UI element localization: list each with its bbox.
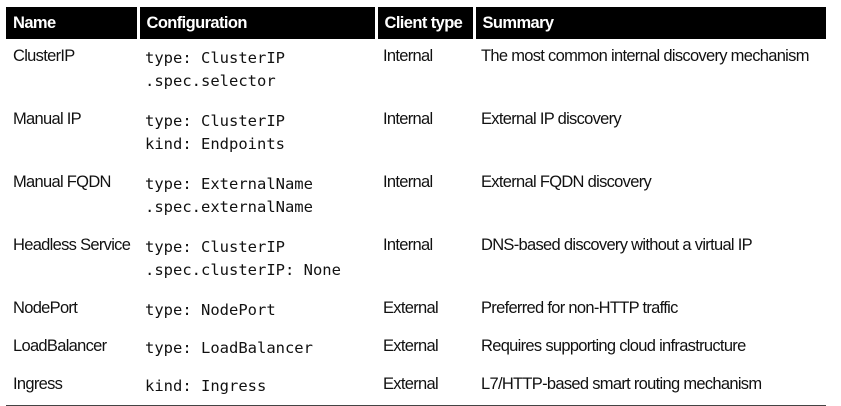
cell-name: NodePort (13, 299, 78, 317)
cell-configuration: type: ClusterIP kind: Endpoints (138, 102, 376, 165)
table-row: Headless Service type: ClusterIP .spec.c… (6, 228, 826, 291)
cell-configuration: type: LoadBalancer (138, 329, 376, 367)
cell-name: ClusterIP (13, 47, 75, 65)
header-row: Name Configuration Client type Summary (6, 7, 826, 39)
cell-name: LoadBalancer (13, 337, 107, 355)
cell-summary: DNS-based discovery without a virtual IP (481, 236, 753, 254)
cell-name: Headless Service (13, 236, 131, 254)
table-row: Manual FQDN type: ExternalName .spec.ext… (6, 165, 826, 228)
service-discovery-table: Name Configuration Client type Summary C… (6, 7, 826, 406)
cell-configuration: type: ClusterIP .spec.clusterIP: None (138, 228, 376, 291)
cell-client-type: External (383, 299, 439, 317)
config-line: .spec.selector (145, 72, 276, 90)
table-row: ClusterIP type: ClusterIP .spec.selector… (6, 39, 826, 102)
cell-configuration: type: NodePort (138, 291, 376, 329)
config-line: .spec.externalName (145, 198, 313, 216)
table-row: LoadBalancer type: LoadBalancer External… (6, 329, 826, 367)
config-line: type: NodePort (145, 301, 276, 319)
cell-client-type: External (376, 367, 474, 406)
cell-client-type: Internal (383, 110, 433, 128)
header-client-type: Client type (374, 7, 474, 39)
config-line: type: ClusterIP (145, 112, 285, 130)
cell-summary: L7/HTTP-based smart routing mechanism (474, 367, 826, 406)
cell-summary: Requires supporting cloud infrastructure (481, 337, 746, 355)
header-summary: Summary (472, 7, 826, 39)
table-header: Name Configuration Client type Summary (6, 7, 826, 39)
cell-summary: The most common internal discovery mecha… (481, 47, 809, 65)
cell-name: Ingress (6, 367, 138, 406)
config-line: type: ClusterIP (145, 238, 285, 256)
header-configuration: Configuration (136, 7, 376, 39)
cell-client-type: External (383, 337, 439, 355)
cell-summary: Preferred for non-HTTP traffic (481, 299, 678, 317)
table-row: Manual IP type: ClusterIP kind: Endpoint… (6, 102, 826, 165)
cell-name: Manual IP (13, 110, 82, 128)
cell-configuration: type: ExternalName .spec.externalName (138, 165, 376, 228)
config-line: type: LoadBalancer (145, 339, 313, 357)
config-line: type: ClusterIP (145, 49, 285, 67)
config-line: .spec.clusterIP: None (145, 261, 341, 279)
cell-configuration: kind: Ingress (138, 367, 376, 406)
header-name: Name (6, 7, 138, 39)
cell-summary: External IP discovery (481, 110, 622, 128)
cell-client-type: Internal (383, 236, 433, 254)
cell-client-type: Internal (383, 47, 433, 65)
table-body: ClusterIP type: ClusterIP .spec.selector… (6, 39, 826, 406)
table-row: Ingress kind: Ingress External L7/HTTP-b… (6, 367, 826, 406)
table-row: NodePort type: NodePort External Preferr… (6, 291, 826, 329)
config-line: type: ExternalName (145, 175, 313, 193)
cell-client-type: Internal (383, 173, 433, 191)
cell-name: Manual FQDN (13, 173, 111, 191)
config-line: kind: Ingress (145, 377, 267, 395)
cell-summary: External FQDN discovery (481, 173, 652, 191)
cell-configuration: type: ClusterIP .spec.selector (138, 39, 376, 102)
config-line: kind: Endpoints (145, 135, 285, 153)
